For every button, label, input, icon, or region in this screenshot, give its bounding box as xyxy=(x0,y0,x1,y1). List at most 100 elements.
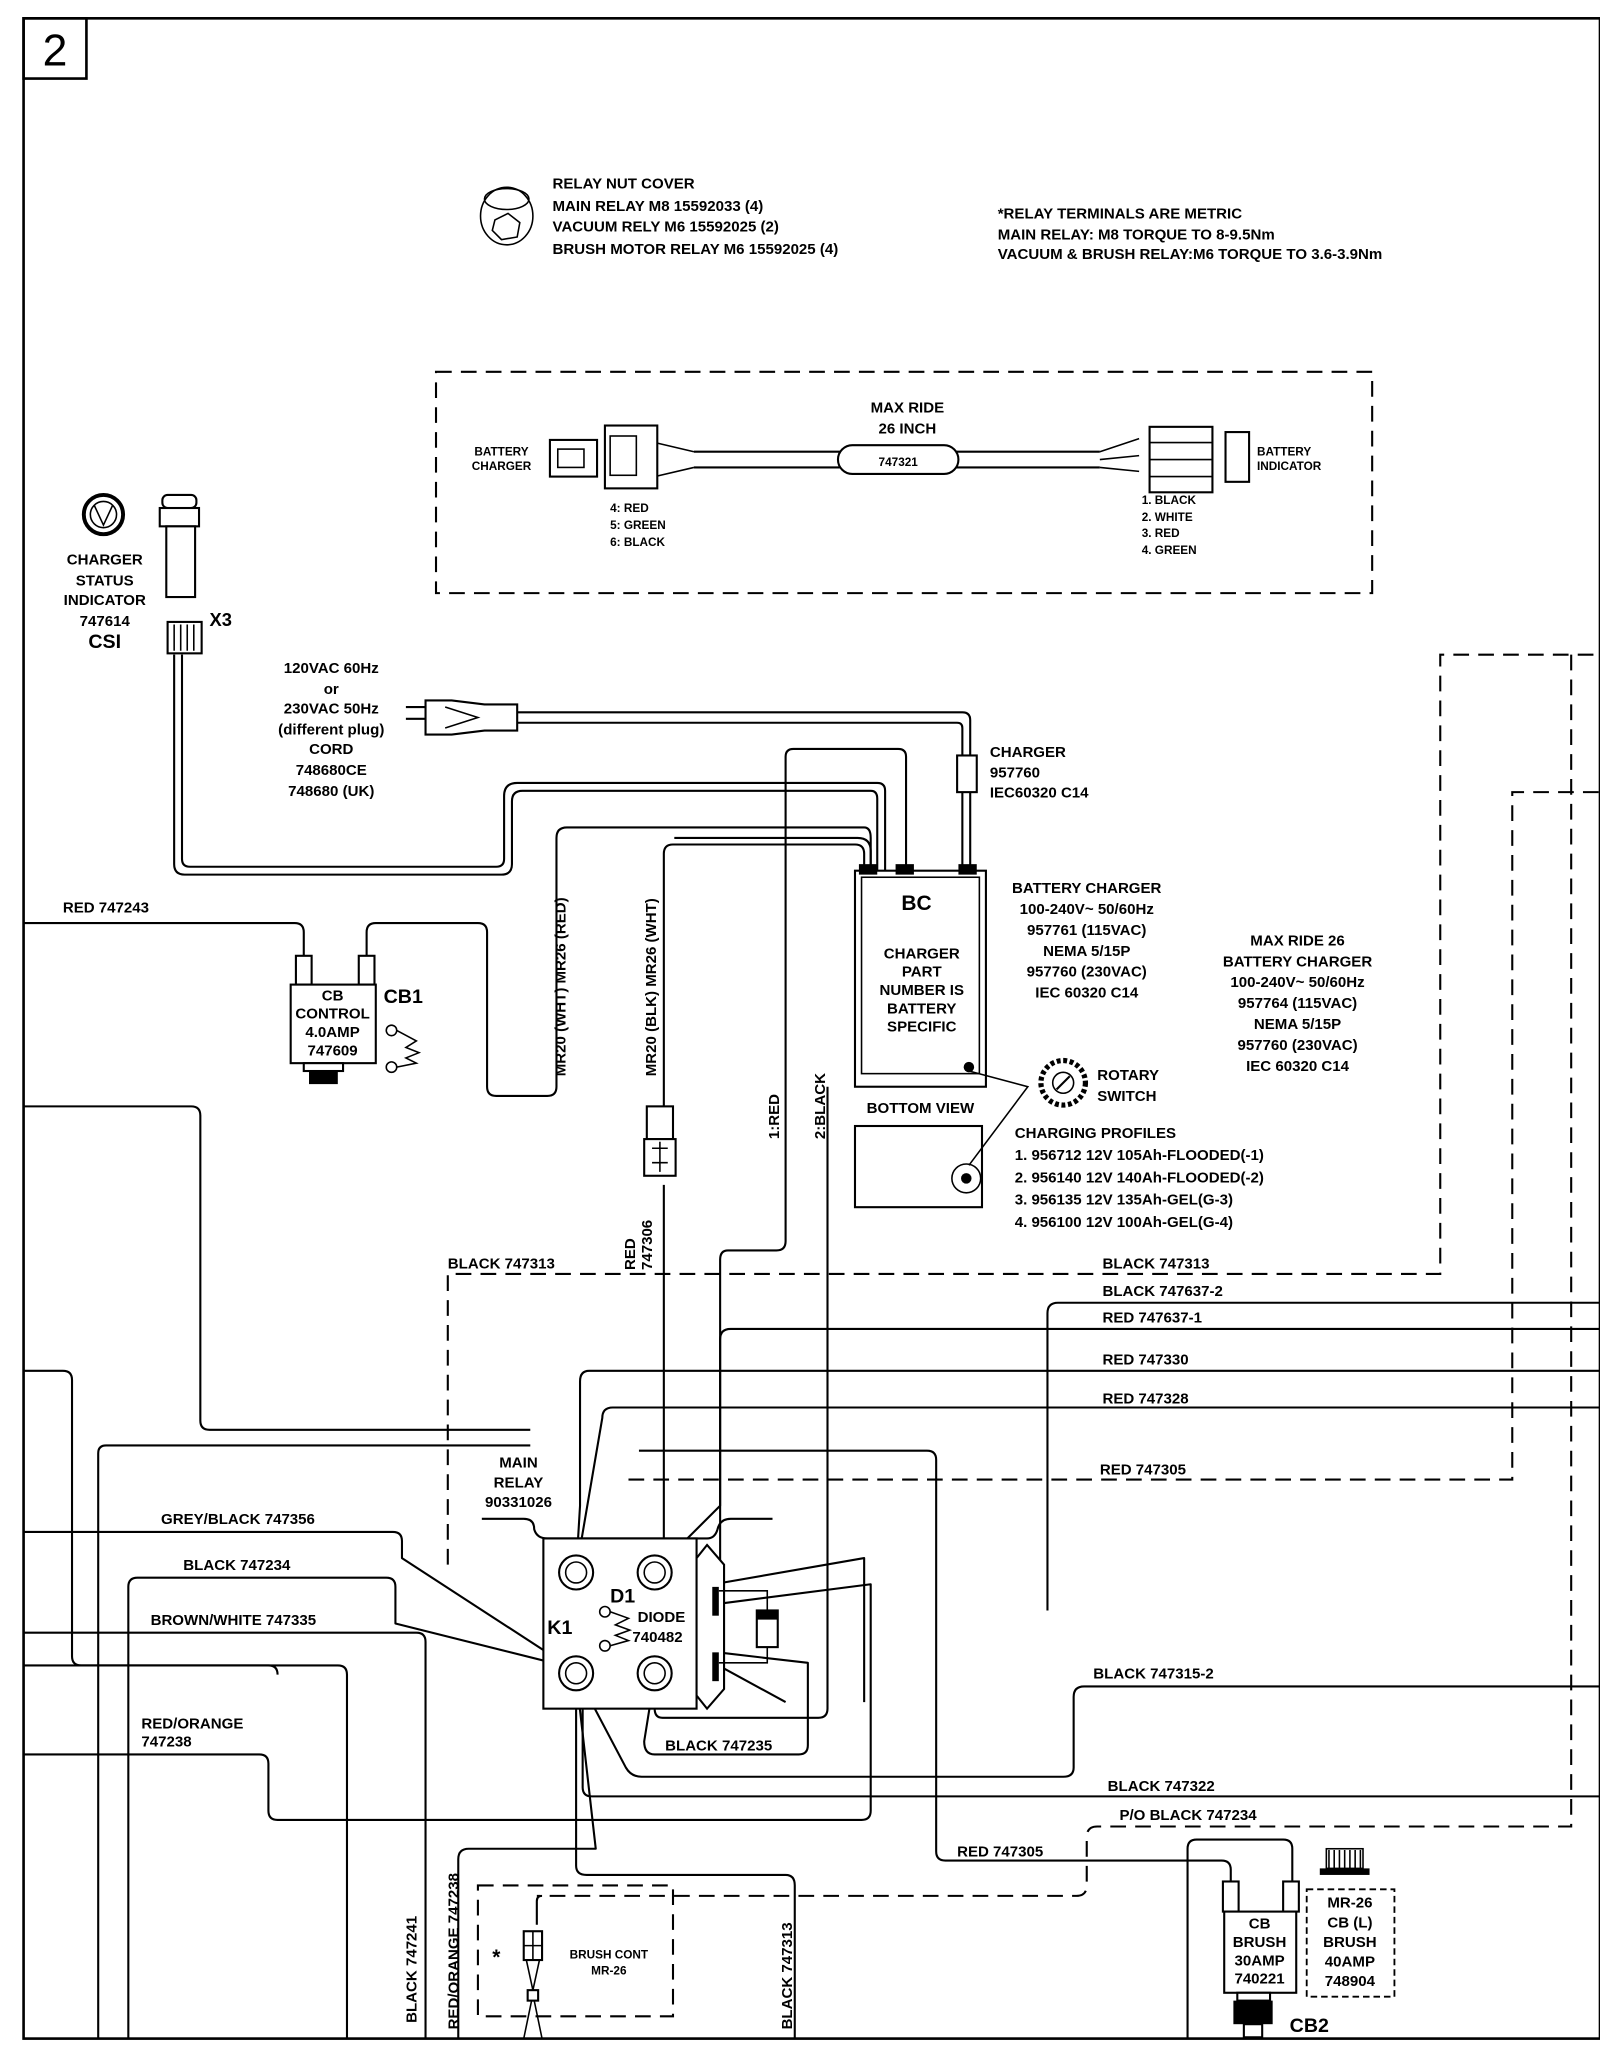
wire-label-red-orange-747238: RED/ORANGE xyxy=(141,1715,243,1732)
harness-right-label: BATTERY xyxy=(1257,446,1311,459)
wire-grey-black-747356 xyxy=(23,1530,564,1664)
wire-label-red-747305-top: RED 747305 xyxy=(1100,1461,1186,1478)
svg-text:STATUS: STATUS xyxy=(76,572,134,589)
wire-red-orange-vert xyxy=(457,1675,597,2039)
svg-text:957760: 957760 xyxy=(990,765,1040,782)
svg-text:230VAC 50Hz: 230VAC 50Hz xyxy=(284,701,379,718)
connector-x3-label: X3 xyxy=(210,609,232,630)
wire-mr-blk-wht xyxy=(662,843,866,1572)
svg-text:6: BLACK: 6: BLACK xyxy=(610,536,665,549)
power-cord-plug-icon xyxy=(405,699,519,736)
wire-red-747305-top xyxy=(628,791,1600,1481)
diode-part: 740482 xyxy=(632,1629,682,1646)
wire-label-black-747235: BLACK 747235 xyxy=(665,1738,772,1755)
wire-label-red-747306-num: 747306 xyxy=(639,1220,656,1270)
svg-text:PART: PART xyxy=(902,964,943,981)
page-number: 2 xyxy=(43,26,68,75)
svg-text:VACUUM & BRUSH RELAY:M6 TORQUE: VACUUM & BRUSH RELAY:M6 TORQUE TO 3.6-3.… xyxy=(998,246,1383,263)
wire-cb2-loop xyxy=(1186,1838,1294,2039)
max-ride-charger-spec: MAX RIDE 26 BATTERY CHARGER 100-240V~ 50… xyxy=(1223,932,1372,1075)
wire-label-black-747313-left: BLACK 747313 xyxy=(448,1256,555,1273)
svg-text:BATTERY CHARGER: BATTERY CHARGER xyxy=(1012,880,1161,897)
harness-left-label-2: CHARGER xyxy=(472,460,532,473)
cb2-id: CB2 xyxy=(1290,2015,1329,2037)
wire-label-mr-blk-wht: MR20 (BLK) MR26 (WHT) xyxy=(643,898,660,1076)
svg-text:MAX RIDE 26: MAX RIDE 26 xyxy=(1250,932,1344,949)
wire-left-2 xyxy=(23,1369,279,1675)
csi-cable xyxy=(173,654,879,876)
svg-text:VACUUM RELY M6 15592025 (2): VACUUM RELY M6 15592025 (2) xyxy=(553,219,779,236)
svg-text:957764 (115VAC): 957764 (115VAC) xyxy=(1238,995,1357,1012)
svg-text:MR-26: MR-26 xyxy=(1327,1895,1372,1912)
wire-left-4 xyxy=(23,1664,349,2039)
harness-left-label: BATTERY xyxy=(474,446,528,459)
svg-text:4: RED: 4: RED xyxy=(610,502,649,515)
diode-id-d1: D1 xyxy=(610,1586,635,1608)
brush-cont-marker: * xyxy=(492,1946,501,1969)
wire-2-black xyxy=(653,1086,829,1719)
rotary-switch-label-2: SWITCH xyxy=(1097,1088,1156,1105)
svg-text:2. 956140 12V 140Ah-FLOODED(-2: 2. 956140 12V 140Ah-FLOODED(-2) xyxy=(1015,1169,1264,1186)
svg-text:BRUSH: BRUSH xyxy=(1323,1934,1377,1951)
svg-text:or: or xyxy=(324,681,339,698)
wire-mr-blk-wht-2 xyxy=(674,836,872,871)
wire-black-747315-2 xyxy=(575,1672,1600,1778)
harness-part-number: 747321 xyxy=(879,456,919,469)
battery-charger-spec: BATTERY CHARGER 100-240V~ 50/60Hz 957761… xyxy=(1012,880,1161,1002)
wire-label-red-747306: RED xyxy=(622,1238,639,1270)
svg-text:747614: 747614 xyxy=(80,613,131,630)
svg-text:747609: 747609 xyxy=(307,1042,357,1059)
wire-label-red-orange-747238-num: 747238 xyxy=(141,1734,191,1751)
wire-red-747243 xyxy=(23,922,305,963)
relay-nut-cover-text: RELAY NUT COVER MAIN RELAY M8 15592033 (… xyxy=(553,176,839,258)
rotary-switch-label: ROTARY xyxy=(1097,1067,1159,1084)
svg-text:CHARGER: CHARGER xyxy=(990,744,1066,761)
svg-text:BRUSH: BRUSH xyxy=(1233,1934,1287,1951)
wire-diode xyxy=(713,1557,866,1704)
svg-text:957761 (115VAC): 957761 (115VAC) xyxy=(1027,922,1146,939)
svg-text:BATTERY: BATTERY xyxy=(887,1000,956,1017)
svg-text:748680 (UK): 748680 (UK) xyxy=(288,783,374,800)
wire-label-red-747637-1: RED 747637-1 xyxy=(1102,1309,1202,1326)
wire-label-black-747234: BLACK 747234 xyxy=(183,1557,291,1574)
wire-red-orange-747238 xyxy=(23,1583,872,1821)
harness-right-label-2: INDICATOR xyxy=(1257,460,1322,473)
wire-red-747637-1 xyxy=(653,1327,1600,1572)
cb2-text: CB BRUSH 30AMP 740221 xyxy=(1233,1916,1287,1988)
svg-text:4. GREEN: 4. GREEN xyxy=(1142,544,1197,557)
svg-text:IEC 60320 C14: IEC 60320 C14 xyxy=(1035,985,1139,1002)
svg-text:CB: CB xyxy=(1249,1916,1271,1933)
diode-label: DIODE xyxy=(638,1609,686,1626)
svg-text:MAIN RELAY M8 15592033 (4): MAIN RELAY M8 15592033 (4) xyxy=(553,198,764,215)
svg-text:CHARGING PROFILES: CHARGING PROFILES xyxy=(1015,1125,1176,1142)
wire-label-black-747313-right: BLACK 747313 xyxy=(1102,1256,1209,1273)
charger-inlet-icon xyxy=(956,754,978,794)
relay-nut-cover-icon xyxy=(479,186,534,246)
svg-text:BATTERY CHARGER: BATTERY CHARGER xyxy=(1223,953,1372,970)
wire-left-1 xyxy=(23,1105,531,1431)
harness-right-pins: 1. BLACK 2. WHITE 3. RED 4. GREEN xyxy=(1142,494,1197,557)
svg-text:5: GREEN: 5: GREEN xyxy=(610,519,666,532)
wire-1-red xyxy=(719,747,908,1572)
svg-text:RELAY NUT COVER: RELAY NUT COVER xyxy=(553,176,695,193)
svg-text:957760 (230VAC): 957760 (230VAC) xyxy=(1237,1037,1357,1054)
wire-label-black-747322: BLACK 747322 xyxy=(1108,1778,1215,1795)
wire-black-747313 xyxy=(446,653,1600,1565)
svg-text:IEC 60320 C14: IEC 60320 C14 xyxy=(1246,1058,1350,1075)
harness-detail-box xyxy=(434,370,1374,595)
bottom-view-label: BOTTOM VIEW xyxy=(867,1100,975,1117)
svg-text:*RELAY TERMINALS ARE METRIC: *RELAY TERMINALS ARE METRIC xyxy=(998,206,1243,223)
harness-cable xyxy=(548,424,1251,494)
svg-text:MAIN RELAY: M8 TORQUE TO 8-9.5: MAIN RELAY: M8 TORQUE TO 8-9.5Nm xyxy=(998,227,1275,244)
wire-po-black-747234 xyxy=(536,654,1573,1897)
brush-cont-connector xyxy=(522,1894,544,2039)
wire-label-red-orange-747238-vert: RED/ORANGE 747238 xyxy=(445,1873,462,2029)
wire-label-black-747315-2: BLACK 747315-2 xyxy=(1093,1666,1213,1683)
svg-text:4. 956100 12V 100Ah-GEL(G-4): 4. 956100 12V 100Ah-GEL(G-4) xyxy=(1015,1214,1233,1231)
svg-text:CHARGER: CHARGER xyxy=(67,551,143,568)
svg-text:RELAY: RELAY xyxy=(494,1474,544,1491)
bc-text: CHARGER PART NUMBER IS BATTERY SPECIFIC xyxy=(880,945,964,1035)
svg-text:740221: 740221 xyxy=(1234,1971,1284,1988)
wire-black-747637-2 xyxy=(1046,1301,1600,1611)
